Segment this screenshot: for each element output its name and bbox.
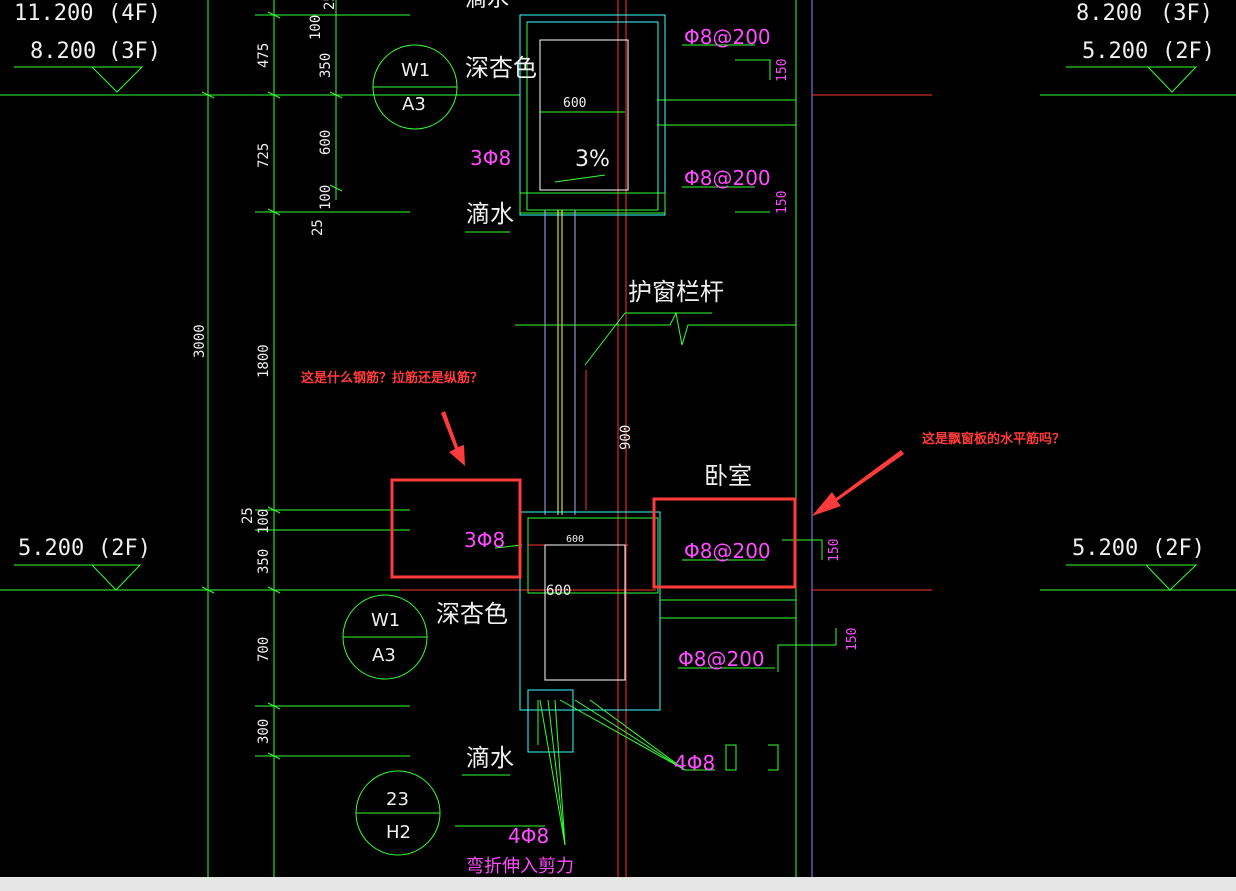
section-symbol-top <box>372 44 458 130</box>
floor-lines <box>0 14 1236 757</box>
label-drip-top: 滴水 <box>465 0 509 12</box>
question-right: 这是飘窗板的水平筋吗？ <box>922 431 1065 447</box>
dim-100-mid: 100 <box>256 509 272 534</box>
dim-100-b: 100 <box>318 185 334 210</box>
label-railing: 护窗栏杆 <box>628 278 724 306</box>
dim-100-top: 100 <box>308 15 324 40</box>
label-bedroom: 卧室 <box>704 462 752 490</box>
elev-left-3f: (3F) <box>108 39 161 64</box>
dim-25-top: 25 <box>322 0 338 10</box>
dim-150-c: 150 <box>827 539 842 562</box>
elev-right-2f-mid: (2F) <box>1152 536 1205 561</box>
label-slope: 3% <box>575 147 610 172</box>
label-drip-mid: 滴水 <box>466 200 514 228</box>
elev-right-5200: 5.200 <box>1082 39 1148 64</box>
leader-lines <box>455 44 837 846</box>
railing-line <box>515 311 796 366</box>
label-color-mid: 深杏色 <box>436 600 508 628</box>
symbol-w1-mid: W1 <box>371 610 400 631</box>
dim-600: 600 <box>318 130 334 155</box>
section-symbol-bot <box>355 770 441 856</box>
dim-150-d: 150 <box>845 628 860 651</box>
dim-475: 475 <box>256 43 272 68</box>
symbol-h2: H2 <box>386 822 411 843</box>
symbol-a3-top: A3 <box>402 94 426 115</box>
label-color-top: 深杏色 <box>465 54 537 82</box>
label-3phi8-mid: 3Φ8 <box>464 528 505 552</box>
symbol-23: 23 <box>386 789 409 810</box>
label-phi8-200-3: Φ8@200 <box>684 539 771 563</box>
section-symbol-mid <box>342 594 428 680</box>
annotation-layer: 这是什么钢筋？拉筋还是纵筋？ 这是飘窗板的水平筋吗？ <box>301 370 1065 589</box>
label-phi8-200-1: Φ8@200 <box>684 25 771 49</box>
dim-900: 900 <box>618 425 634 450</box>
label-4phi8-right: 4Φ8 <box>674 751 715 775</box>
label-phi8-200-2: Φ8@200 <box>684 166 771 190</box>
dim-300: 300 <box>256 719 272 744</box>
highlight-box-left <box>390 478 522 579</box>
dim-150-a: 150 <box>775 59 790 82</box>
elev-left-8200: 8.200 <box>30 39 96 64</box>
elevation-markers <box>90 66 1198 591</box>
question-left: 这是什么钢筋？拉筋还是纵筋？ <box>301 370 483 386</box>
dim-725: 725 <box>256 143 272 168</box>
label-4phi8-bot: 4Φ8 <box>508 824 549 848</box>
dim-700: 700 <box>256 637 272 662</box>
elev-right-5200-mid: 5.200 <box>1072 536 1138 561</box>
elev-left-2f: (2F) <box>98 536 151 561</box>
dimension-ticks <box>201 11 343 760</box>
label-phi8-200-4: Φ8@200 <box>678 647 765 671</box>
label-bend-note: 弯折伸入剪力 <box>466 856 574 877</box>
symbol-w1-top: W1 <box>401 60 430 81</box>
elev-left-4f: (4F) <box>108 1 161 26</box>
elev-left-11200: 11.200 <box>14 1 93 26</box>
arrow-right <box>812 450 904 516</box>
elev-left-5200: 5.200 <box>18 536 84 561</box>
symbol-a3-mid: A3 <box>372 645 396 666</box>
dim-600-mid: 600 <box>546 583 571 599</box>
elev-right-8200: 8.200 <box>1076 1 1142 26</box>
dim-600-small: 600 <box>566 534 584 545</box>
highlight-box-right <box>652 497 797 589</box>
elev-right-2f: (2F) <box>1162 39 1215 64</box>
label-drip-bot: 滴水 <box>466 744 514 772</box>
dim-350-top: 350 <box>318 53 334 78</box>
arrow-left <box>441 411 465 466</box>
elev-right-3f: (3F) <box>1160 1 1213 26</box>
status-bar <box>0 877 1236 891</box>
dim-25-mid: 25 <box>240 507 256 524</box>
dim-3000: 3000 <box>192 324 208 358</box>
label-3phi8-top: 3Φ8 <box>470 146 511 170</box>
window-glazing <box>544 210 576 515</box>
dim-350-mid: 350 <box>256 549 272 574</box>
dim-600-top: 600 <box>563 96 586 111</box>
top-window-head <box>519 14 796 216</box>
grid-lines <box>207 0 813 877</box>
dim-150-b: 150 <box>775 191 790 214</box>
dim-1800: 1800 <box>256 344 272 378</box>
dim-25-b: 25 <box>310 219 326 236</box>
